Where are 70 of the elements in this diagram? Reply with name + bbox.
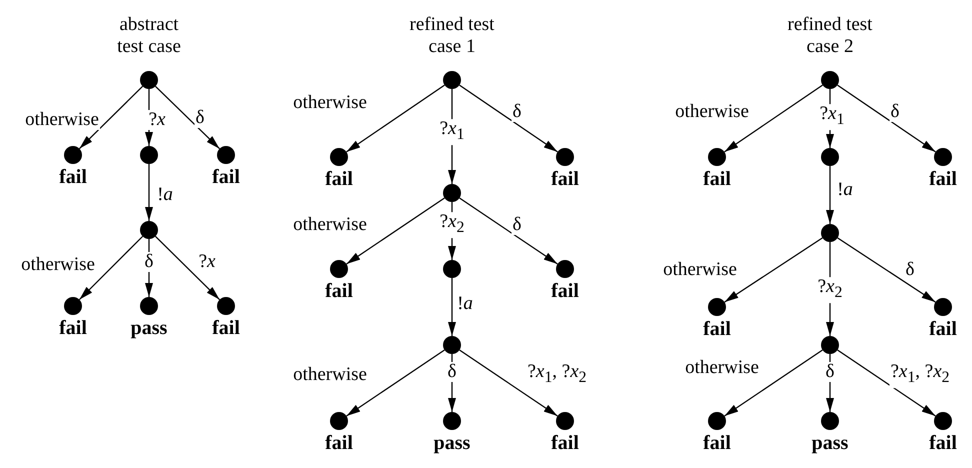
state-dot <box>140 221 158 239</box>
edge-label: δ <box>446 362 458 382</box>
arrow <box>724 237 823 303</box>
edge-label: ?x <box>148 110 166 130</box>
verdict-label: pass <box>130 316 168 340</box>
verdict-label: fail <box>928 317 958 341</box>
edge-label: δ <box>512 215 522 235</box>
state-dot <box>140 146 158 164</box>
edge-label: δ <box>144 252 154 272</box>
verdict-label: fail <box>550 431 580 455</box>
arrow <box>448 278 456 336</box>
arrow <box>826 166 834 224</box>
state-dot <box>443 184 461 202</box>
verdict-label: fail <box>928 167 958 191</box>
verdict-label: fail <box>324 167 354 191</box>
arrow <box>154 236 220 300</box>
state-dot <box>443 260 461 278</box>
arrow <box>145 164 153 221</box>
verdict-label: fail <box>702 167 732 191</box>
arrow <box>724 350 823 416</box>
arrow <box>459 84 558 152</box>
arrow <box>448 354 456 412</box>
verdict-label: fail <box>928 431 958 455</box>
edge-label: ?x$_{1}$, ?x$_{2}$ <box>889 362 951 388</box>
arrow <box>346 350 445 416</box>
edge-label: ?x$_{1}$ <box>818 104 846 130</box>
tree-title: abstract test case <box>116 14 182 58</box>
state-dot <box>821 224 839 242</box>
verdict-label: fail <box>550 167 580 191</box>
verdict-label: fail <box>58 316 88 340</box>
verdict-label: fail <box>702 317 732 341</box>
state-dot <box>140 71 158 89</box>
edge-label: δ <box>890 102 900 122</box>
arrow <box>145 239 153 297</box>
state-dot <box>821 336 839 354</box>
verdict-label: fail <box>58 165 88 189</box>
arrow <box>459 350 558 416</box>
verdict-label: pass <box>432 431 472 455</box>
verdict-label: fail <box>211 316 241 340</box>
arrow <box>724 84 823 152</box>
verdict-label: fail <box>702 431 732 455</box>
state-dot <box>443 336 461 354</box>
arrow <box>346 84 445 152</box>
arrow <box>837 237 936 303</box>
arrow <box>826 354 834 412</box>
verdict-label: fail <box>324 279 354 303</box>
state-dot <box>821 71 839 89</box>
verdict-label: fail <box>550 279 580 303</box>
arrow <box>837 84 936 152</box>
edge-label: δ <box>194 108 206 128</box>
arrow <box>346 198 445 264</box>
arrow <box>459 198 558 264</box>
edge-label: δ <box>824 362 836 382</box>
state-dot <box>821 148 839 166</box>
tree-title: refined test case 1 <box>409 14 495 58</box>
verdict-label: fail <box>211 165 241 189</box>
edge-label: δ <box>512 102 522 122</box>
verdict-label: fail <box>324 431 354 455</box>
verdict-label: pass <box>810 431 850 455</box>
edge-label: ?x$_{1}$ <box>438 119 466 145</box>
edge-label: ?x$_{2}$ <box>816 277 844 303</box>
arrow <box>78 86 144 150</box>
arrow <box>155 86 220 150</box>
arrow <box>837 350 936 416</box>
edge-label: ?x$_{2}$ <box>438 212 466 238</box>
state-dot <box>443 71 461 89</box>
arrow <box>145 89 153 146</box>
edge-label: otherwise <box>24 110 100 130</box>
arrow <box>78 236 144 300</box>
tree-title: refined test case 2 <box>787 14 873 58</box>
